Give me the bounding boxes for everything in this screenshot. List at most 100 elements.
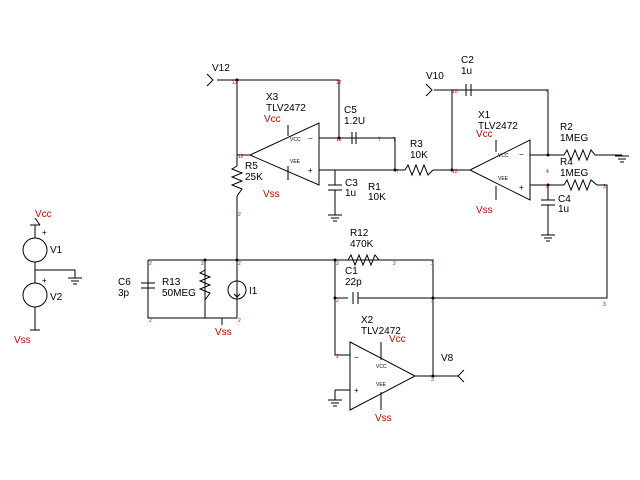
v2-plus: + <box>42 276 47 285</box>
c1-value: 22p <box>345 277 362 288</box>
opamp-x3: X3 TLV2472 Vcc Vss VCC VEE − + <box>248 92 320 200</box>
resistor-r3: R3 10K <box>404 139 434 177</box>
r12-name: R12 <box>350 228 369 239</box>
x3-model: TLV2472 <box>266 103 306 114</box>
r1-value: 10K <box>368 192 386 203</box>
capacitor-c4: C4 1u <box>541 194 571 215</box>
node-label: 12 <box>336 80 342 86</box>
r1-name: R1 <box>368 182 381 193</box>
capacitor-c3: C3 1u <box>328 178 358 200</box>
resistor-r12: R12 470K <box>347 228 380 267</box>
c6-name: C6 <box>118 277 131 288</box>
c4-name: C4 <box>558 194 571 205</box>
node-label: 7 <box>396 169 399 175</box>
node-label: 12 <box>336 137 342 143</box>
current-source-i1: I1 <box>227 280 258 300</box>
node-label: 2 <box>336 261 339 267</box>
r13-value: 50MEG <box>162 288 196 299</box>
r2-name: R2 <box>560 122 573 133</box>
node-label: 7 <box>378 137 381 143</box>
capacitor-c1: C1 22p <box>345 266 362 304</box>
r3-name: R3 <box>410 139 423 150</box>
r3-value: 10K <box>410 150 428 161</box>
r13-name: R13 <box>162 277 181 288</box>
i1-name: I1 <box>249 286 258 297</box>
vcc-label: Vcc <box>35 209 52 220</box>
vss-label-2: Vss <box>215 327 232 338</box>
resistor-r2: R2 1MEG <box>560 122 622 162</box>
node-numbers: 12 12 12 12 2 7 7 7 10 10 4 4 5 3 3 2 2 … <box>149 80 606 383</box>
node-label: 2 <box>336 298 339 304</box>
power-labels: Vcc Vss Vss <box>14 209 232 346</box>
x3-vss: Vss <box>263 189 280 200</box>
node-label: 2 <box>238 212 241 218</box>
node-label: 2 <box>336 354 339 360</box>
node-label: 3 <box>603 184 606 190</box>
x1-vcc: Vcc <box>476 129 493 140</box>
x1-plus: + <box>519 183 524 192</box>
net-v8-label: V8 <box>441 353 454 364</box>
node-label: 12 <box>232 80 238 86</box>
voltage-source-v1: + V1 <box>22 228 63 263</box>
capacitor-c5: C5 1.2U <box>344 105 365 144</box>
x1-vcc-pin: VCC <box>498 153 509 159</box>
x1-model: TLV2472 <box>478 121 518 132</box>
x1-vss: Vss <box>476 205 493 216</box>
vss-label: Vss <box>14 335 31 346</box>
c4-value: 1u <box>558 204 569 215</box>
x2-name: X2 <box>361 315 374 326</box>
x3-vcc: Vcc <box>264 114 281 125</box>
x1-vee-pin: VEE <box>498 176 509 182</box>
r5-value: 25K <box>245 172 263 183</box>
node-label: 3 <box>431 298 434 304</box>
x2-minus: − <box>354 353 359 362</box>
x2-plus: + <box>354 386 359 395</box>
resistor-r5: R5 25K <box>230 161 263 197</box>
v2-name: V2 <box>50 292 63 303</box>
x2-vcc: Vcc <box>389 334 406 345</box>
node-label: 2 <box>238 318 241 324</box>
node-label: 4 <box>546 169 549 175</box>
x2-vee-pin: VEE <box>376 382 387 388</box>
resistor-r1: R1 10K <box>368 182 386 203</box>
resistor-r13: R13 50MEG <box>162 269 212 301</box>
x3-plus: + <box>308 166 313 175</box>
node-label: 4 <box>546 89 549 95</box>
node-label: 2 <box>238 261 241 267</box>
node-label: 3 <box>431 261 434 267</box>
voltage-source-v2: + V2 <box>22 276 63 308</box>
c2-name: C2 <box>461 55 474 66</box>
node-label: 2 <box>149 261 152 267</box>
junctions <box>203 78 550 378</box>
power-stubs <box>30 217 41 331</box>
node-label: 10 <box>452 169 458 175</box>
net-v12: V12 <box>206 63 230 87</box>
x3-minus: − <box>308 134 313 143</box>
c2-value: 1u <box>461 66 472 77</box>
capacitor-c6: C6 3p <box>118 277 155 299</box>
node-label: 12 <box>238 154 244 160</box>
node-label: 5 <box>546 184 549 190</box>
node-label: 2 <box>201 261 204 267</box>
net-v12-label: V12 <box>212 63 230 74</box>
node-label: 3 <box>603 302 606 308</box>
r2-value: 1MEG <box>560 133 589 144</box>
resistor-r4: R4 1MEG <box>560 157 598 192</box>
c3-value: 1u <box>345 188 356 199</box>
c5-name: C5 <box>344 105 357 116</box>
x2-model: TLV2472 <box>361 326 401 337</box>
opamp-x2: X2 TLV2472 Vcc Vss VCC VEE − + <box>349 315 417 424</box>
r5-name: R5 <box>245 161 258 172</box>
v1-name: V1 <box>50 245 63 256</box>
x3-vcc-pin: VCC <box>290 137 301 143</box>
net-v8: V8 <box>441 353 465 383</box>
wires <box>34 79 623 400</box>
x1-minus: − <box>519 150 524 159</box>
x3-vee-pin: VEE <box>290 159 301 165</box>
net-v10: V10 <box>425 71 444 97</box>
node-label: 2 <box>149 318 152 324</box>
r4-name: R4 <box>560 157 573 168</box>
net-v10-label: V10 <box>426 71 444 82</box>
c3-name: C3 <box>345 178 358 189</box>
